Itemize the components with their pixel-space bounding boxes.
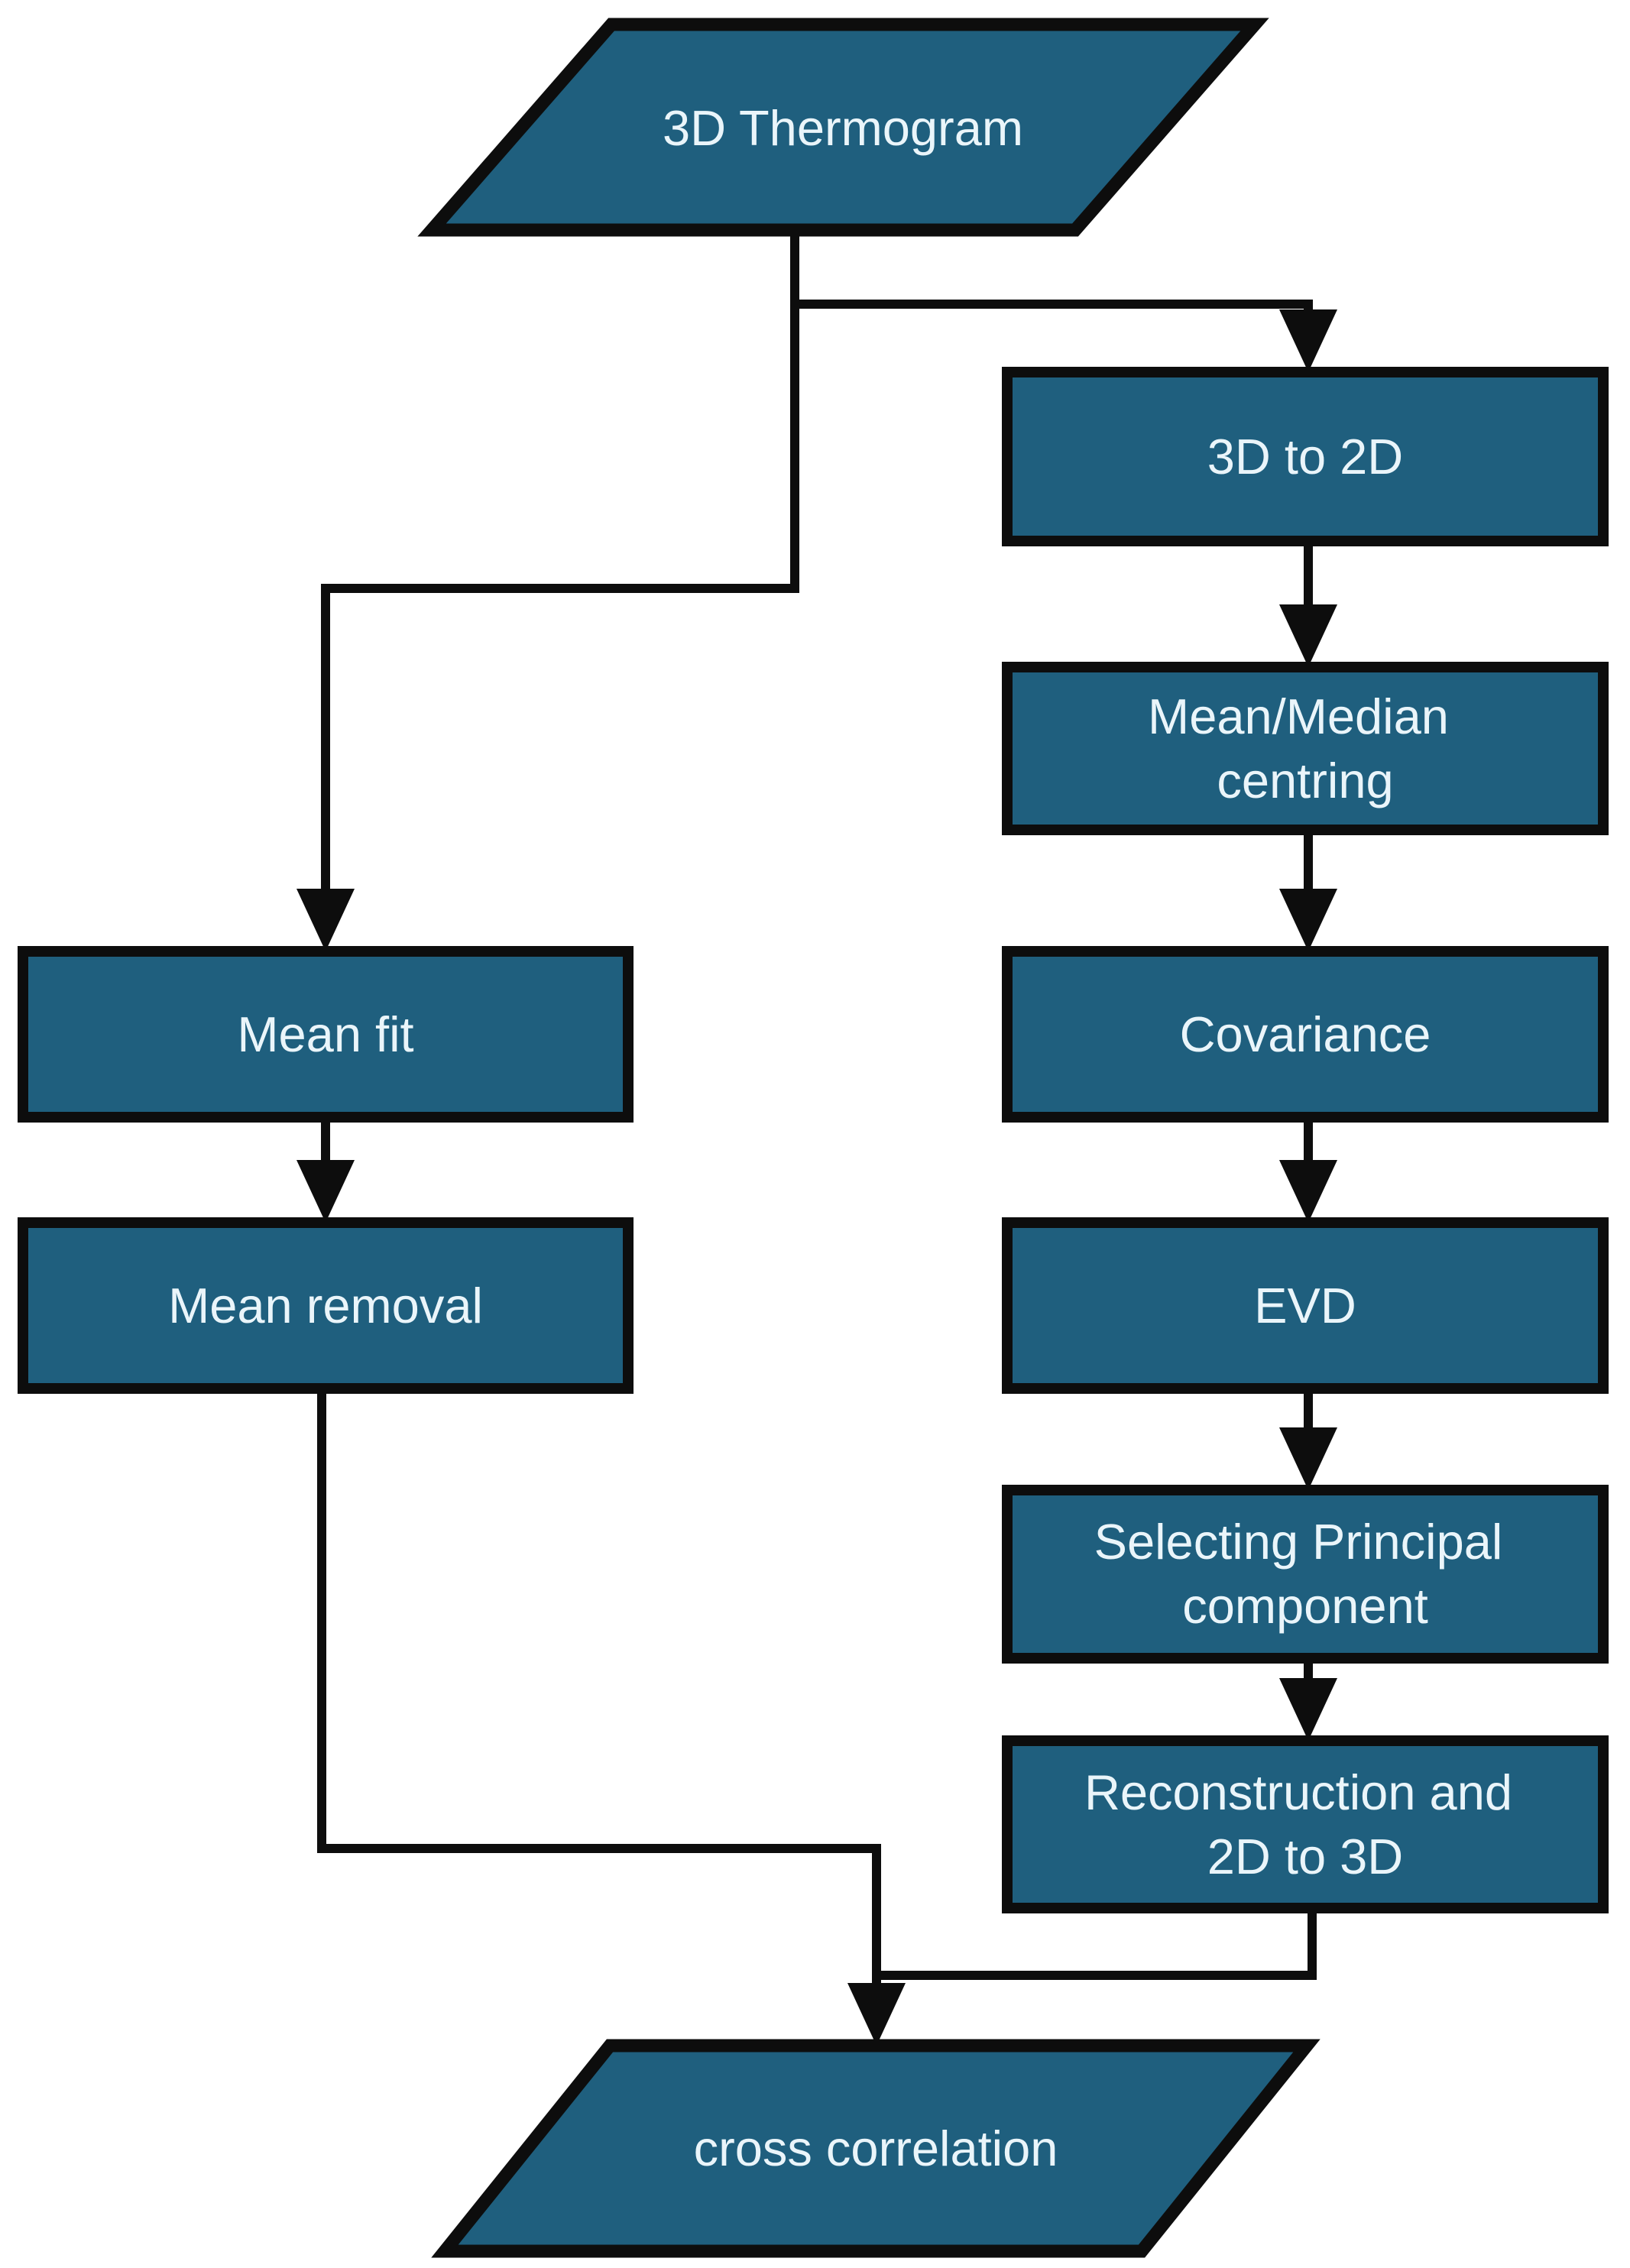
- label-line: Selecting Principal: [1094, 1514, 1503, 1570]
- arrowhead-into-centring: [1279, 604, 1337, 667]
- node-covariance: Covariance: [1002, 946, 1609, 1123]
- label-mean-fit: Mean fit: [237, 1006, 413, 1062]
- node-3d-to-2d: 3D to 2D: [1002, 367, 1609, 546]
- connectors: [317, 229, 1317, 1987]
- label-line: centring: [1217, 753, 1393, 808]
- process-box-mean-median-centring: [1002, 662, 1609, 835]
- label-line: Reconstruction and: [1084, 1764, 1512, 1820]
- node-selecting-principal-component: Selecting Principal component: [1002, 1485, 1609, 1664]
- arrowhead-into-covariance: [1279, 889, 1337, 951]
- node-evd: EVD: [1002, 1217, 1609, 1394]
- io-parallelogram-3d-thermogram: [417, 18, 1269, 237]
- arrowhead-into-mean-fit: [297, 889, 355, 951]
- connector-mean-removal-to-cross-correlation: [317, 1387, 881, 1987]
- label-3d-thermogram: 3D Thermogram: [663, 100, 1023, 156]
- node-mean-fit: Mean fit: [18, 946, 634, 1123]
- node-mean-median-centring: Mean/Median centring: [1002, 662, 1609, 835]
- process-box-mean-fit: [18, 946, 634, 1123]
- arrowhead-into-evd: [1279, 1160, 1337, 1223]
- label-line: 2D to 3D: [1207, 1829, 1404, 1884]
- label-line: Mean/Median: [1148, 688, 1449, 744]
- arrowhead-into-mean-removal: [297, 1160, 355, 1223]
- process-box-3d-to-2d: [1002, 367, 1609, 546]
- label-cross-correlation: cross correlation: [694, 2121, 1058, 2176]
- process-box-covariance: [1002, 946, 1609, 1123]
- label-covariance: Covariance: [1180, 1006, 1431, 1062]
- io-parallelogram-cross-correlation: [431, 2039, 1321, 2258]
- process-box-selecting-principal-component: [1002, 1485, 1609, 1664]
- label-3d-to-2d: 3D to 2D: [1207, 429, 1404, 484]
- label-evd: EVD: [1254, 1278, 1356, 1333]
- node-3d-thermogram: 3D Thermogram: [417, 18, 1269, 237]
- process-box-reconstruction-2d-to-3d: [1002, 1735, 1609, 1913]
- label-selecting-principal-component: Selecting Principal component: [1094, 1514, 1517, 1634]
- arrowhead-into-cross-correlation: [847, 1983, 906, 2046]
- arrowhead-into-reconstruction: [1279, 1678, 1337, 1741]
- process-box-mean-removal: [18, 1217, 634, 1394]
- node-reconstruction-2d-to-3d: Reconstruction and 2D to 3D: [1002, 1735, 1609, 1913]
- connector-reconstruction-to-merge: [877, 1907, 1317, 1980]
- connector-thermogram-to-3d-to-2d: [790, 300, 1313, 315]
- label-mean-removal: Mean removal: [168, 1278, 483, 1333]
- arrowhead-into-3d-to-2d: [1279, 309, 1337, 372]
- label-mean-median-centring: Mean/Median centring: [1148, 688, 1463, 808]
- connector-thermogram-to-mean-fit: [321, 229, 799, 894]
- arrowhead-into-selecting: [1279, 1427, 1337, 1490]
- label-line: component: [1182, 1578, 1428, 1634]
- node-cross-correlation: cross correlation: [431, 2039, 1321, 2258]
- arrowheads: [297, 309, 1337, 2046]
- node-mean-removal: Mean removal: [18, 1217, 634, 1394]
- process-box-evd: [1002, 1217, 1609, 1394]
- label-reconstruction-2d-to-3d: Reconstruction and 2D to 3D: [1084, 1764, 1526, 1884]
